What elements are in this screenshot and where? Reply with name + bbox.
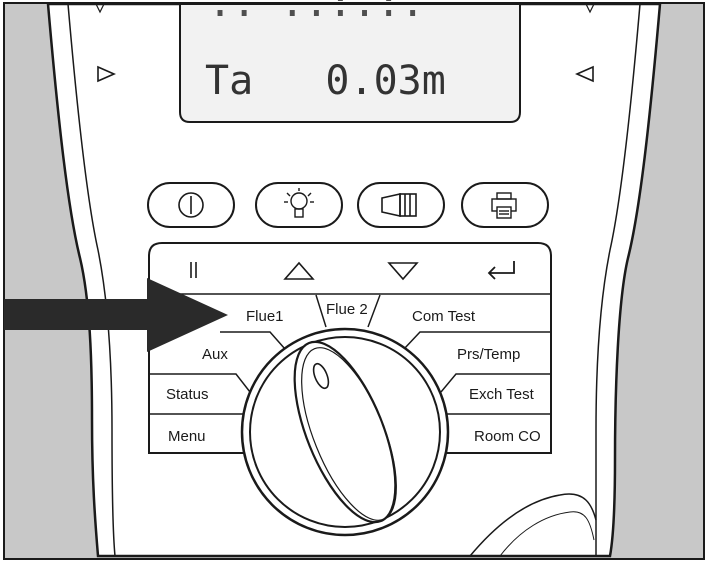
meter-body-lower-curve (469, 493, 597, 557)
power-button[interactable] (147, 182, 235, 228)
lcd-display (179, 3, 521, 123)
down-triangle-icon (387, 262, 419, 281)
triangle-left-icon (575, 65, 594, 83)
meter-body-inner-edge-right (595, 3, 641, 556)
power-icon (178, 192, 204, 218)
top-left-mark (95, 3, 105, 14)
light-bulb-icon (284, 188, 314, 218)
top-right-mark (585, 3, 595, 14)
print-button[interactable] (461, 182, 549, 228)
label-status: Status (166, 386, 209, 403)
printer-icon (491, 192, 517, 219)
light-button[interactable] (255, 182, 343, 228)
label-menu: Menu (168, 428, 206, 445)
pointer-arrow (4, 278, 228, 352)
hold-key[interactable] (190, 262, 197, 278)
enter-icon (487, 261, 515, 280)
rotary-dial[interactable] (240, 327, 450, 537)
up-triangle-icon (283, 261, 315, 280)
flashlight-button[interactable] (357, 182, 445, 228)
selector-lines (149, 294, 551, 454)
lcd-row1: Ta 0.03m (205, 58, 446, 104)
enter-key[interactable] (487, 261, 515, 280)
down-key[interactable] (387, 262, 419, 281)
label-exch-test: Exch Test (469, 386, 535, 403)
pause-icon (190, 262, 197, 278)
up-key[interactable] (283, 261, 315, 280)
label-com-test: Com Test (412, 308, 476, 325)
label-prs-temp: Prs/Temp (457, 346, 520, 363)
label-aux: Aux (202, 346, 228, 363)
triangle-right-icon (97, 65, 116, 83)
meter-body-lower-curve-2 (499, 511, 595, 557)
flashlight-icon (381, 193, 417, 217)
label-room-co: Room CO (474, 428, 541, 445)
dial-pointer-mark (312, 362, 330, 390)
label-flue2: Flue 2 (326, 301, 368, 318)
label-flue1: Flue1 (246, 308, 284, 325)
dial-knob[interactable] (274, 329, 416, 535)
lcd-row0-fragment: .. ..:.:. (208, 0, 425, 26)
